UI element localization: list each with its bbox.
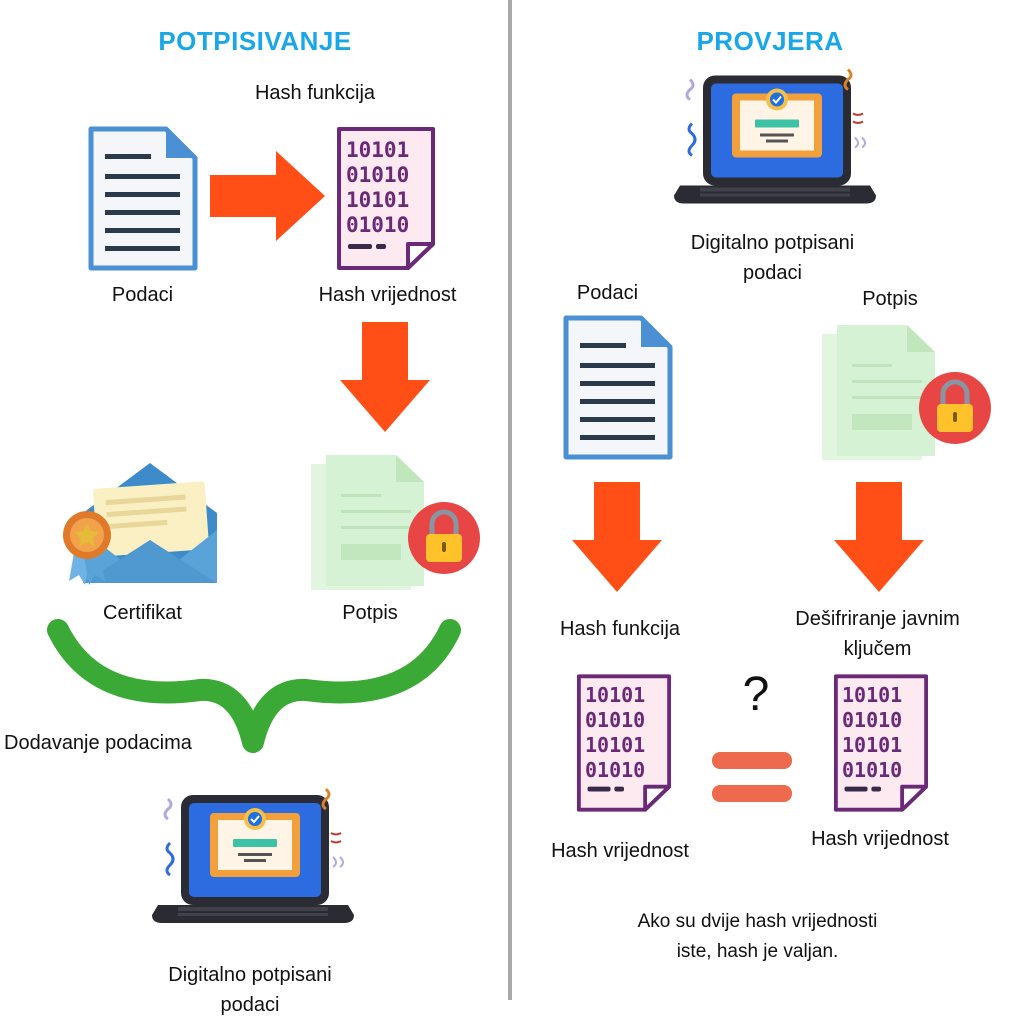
brace-icon <box>47 619 461 753</box>
verification-title: PROVJERA <box>696 26 844 56</box>
binary-row: 01010 <box>842 708 903 732</box>
binary-row: 10101 <box>346 138 410 162</box>
arrow-icon <box>340 322 430 432</box>
data-label: Podaci <box>111 284 174 306</box>
document-icon <box>563 315 673 460</box>
certificate-envelope-icon <box>55 455 225 590</box>
binary-row: 10101 <box>842 683 903 707</box>
data-label: Podaci <box>576 282 639 304</box>
binary-row: 01010 <box>346 163 410 187</box>
binary-row: 10101 <box>346 188 410 212</box>
laptop-certificate-icon <box>148 782 358 942</box>
hash-document-icon: 10101 01010 10101 01010 <box>336 126 436 271</box>
binary-row: 01010 <box>585 758 646 782</box>
equals-icon <box>712 752 792 802</box>
signature-document-icon <box>306 452 481 592</box>
conclusion-text: Ako su dvije hash vrijednosti iste, hash… <box>637 911 878 962</box>
hash-value-label: Hash vrijednost <box>811 828 949 850</box>
hash-function-label: Hash funkcija <box>559 618 681 640</box>
binary-row: 10101 <box>585 683 646 707</box>
question-mark: ? <box>742 668 770 721</box>
signature-label: Potpis <box>862 288 918 310</box>
hash-document-icon: 10101 01010 10101 01010 <box>576 672 672 814</box>
signature-document-icon <box>817 322 992 462</box>
binary-row: 01010 <box>842 758 903 782</box>
certificate-label: Certifikat <box>103 602 182 624</box>
signing-title: POTPISIVANJE <box>158 26 352 56</box>
panel-divider <box>508 0 512 1000</box>
hash-value-label: Hash vrijednost <box>551 840 689 862</box>
signature-label: Potpis <box>342 602 398 624</box>
hash-value-label: Hash vrijednost <box>318 284 457 306</box>
arrow-icon <box>572 482 662 592</box>
document-icon <box>88 126 198 271</box>
hash-document-icon: 10101 01010 10101 01010 <box>833 672 929 814</box>
arrow-icon <box>210 150 325 242</box>
binary-row: 10101 <box>585 733 646 757</box>
laptop-certificate-icon <box>670 60 880 225</box>
decrypt-label: Dešifriranje javnim ključem <box>795 608 960 660</box>
arrow-icon <box>834 482 924 592</box>
binary-row: 01010 <box>346 213 410 237</box>
signed-data-label: Digitalno potpisani podaci <box>690 232 855 284</box>
signed-data-label: Digitalno potpisani podaci <box>168 964 332 1016</box>
append-label: Dodavanje podacima <box>4 732 192 754</box>
binary-row: 10101 <box>842 733 903 757</box>
binary-row: 01010 <box>585 708 646 732</box>
hash-function-label: Hash funkcija <box>254 82 376 104</box>
